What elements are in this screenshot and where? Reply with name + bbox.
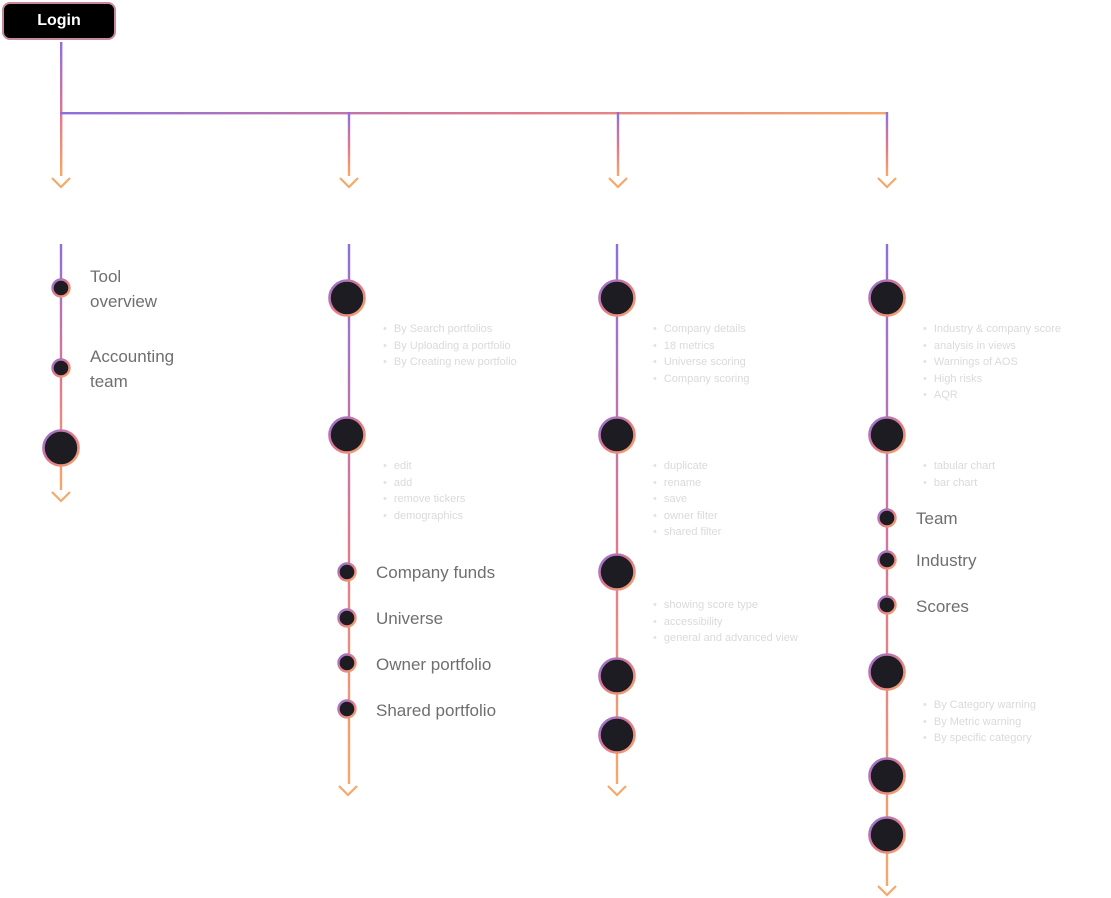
list-item: By Metric warning (923, 714, 1036, 731)
label-line: Tool (90, 267, 122, 286)
timeline-line (347, 244, 351, 784)
large-node (868, 757, 906, 795)
small-node (51, 358, 71, 378)
column-4 (868, 244, 906, 897)
list-item: Universe scoring (653, 354, 749, 371)
label-line: Accounting (90, 347, 175, 366)
login-connectors (51, 42, 897, 189)
list-item: add (383, 475, 465, 492)
list-item: remove tickers (383, 491, 466, 508)
list-item: Company details (653, 321, 749, 338)
large-node (868, 279, 906, 317)
small-node (337, 653, 357, 673)
list-item: owner filter (653, 508, 721, 525)
timeline-line (615, 244, 619, 784)
list-item: bar chart (923, 475, 995, 492)
connector-line (885, 112, 889, 176)
list-item: analysis in views (923, 338, 1061, 355)
small-node (337, 562, 357, 582)
large-node (328, 416, 366, 454)
list-item: Industry & company score (923, 321, 1061, 338)
col3-sublist-2: duplicate rename save owner filter share… (653, 458, 721, 541)
list-item: accessibility (653, 614, 798, 631)
label-line: overview (90, 292, 158, 311)
list-item: Warnings of AOS (923, 354, 1061, 371)
connector-line (60, 112, 888, 115)
list-item: shared filter (653, 524, 721, 541)
arrow-down-icon (608, 177, 628, 189)
large-node (598, 279, 636, 317)
label-universe: Universe (376, 609, 444, 628)
arrow-down-icon (338, 785, 358, 797)
col3-sublist-3: showing score type accessibility general… (653, 597, 798, 647)
col2-sublist-2: edit add remove tickers demographics (383, 458, 466, 525)
list-item: By Search portfolios (383, 321, 517, 338)
list-item: High risks (923, 371, 1061, 388)
list-item: By specific category (923, 730, 1036, 747)
large-node (868, 653, 906, 691)
label-scores: Scores (916, 597, 969, 616)
list-item: By Category warning (923, 697, 1036, 714)
arrow-down-icon (339, 177, 359, 189)
arrow-down-icon (877, 885, 897, 897)
connector-line (60, 42, 63, 176)
large-node (598, 553, 636, 591)
small-node (337, 699, 357, 719)
list-item: showing score type (653, 597, 798, 614)
list-item: Company scoring (653, 371, 750, 388)
arrow-down-icon (51, 491, 71, 503)
label-team: Team (916, 509, 958, 528)
list-item: duplicate (653, 458, 721, 475)
large-node (868, 816, 906, 854)
large-node (598, 716, 636, 754)
list-item: tabular chart (923, 458, 995, 475)
col4-sublist-1: Industry & company score analysis in vie… (923, 321, 1061, 404)
col2-sublist-1: By Search portfolios By Uploading a port… (383, 321, 517, 371)
small-node (877, 508, 897, 528)
connector-line (347, 112, 351, 176)
list-item: 18 metrics (653, 338, 749, 355)
label-line: team (90, 372, 128, 391)
list-item: demographics (383, 508, 465, 525)
arrow-down-icon (607, 785, 627, 797)
column-2 (328, 244, 366, 797)
col4-sublist-3: By Category warning By Metric warning By… (923, 697, 1036, 747)
small-node (337, 608, 357, 628)
list-item: edit (383, 458, 465, 475)
arrow-down-icon (51, 177, 71, 189)
small-node (51, 278, 71, 298)
col3-sublist-1: Company details 18 metrics Universe scor… (653, 321, 750, 388)
arrow-down-icon (877, 177, 897, 189)
large-node (598, 657, 636, 695)
col4-sublist-2: tabular chart bar chart (923, 458, 995, 491)
large-node (598, 416, 636, 454)
small-node (877, 595, 897, 615)
large-node (42, 429, 80, 467)
label-shared-portfolio: Shared portfolio (376, 701, 497, 720)
large-node (328, 279, 366, 317)
list-item: AQR (923, 387, 1061, 404)
label-industry: Industry (916, 551, 977, 570)
list-item: By Uploading a portfolio (383, 338, 517, 355)
list-item: rename (653, 475, 721, 492)
label-accounting-team: Accounting team (90, 344, 174, 394)
column-1 (42, 244, 80, 503)
label-owner-portfolio: Owner portfolio (376, 655, 492, 674)
large-node (868, 416, 906, 454)
label-company-funds: Company funds (376, 563, 496, 582)
column-3 (598, 244, 636, 797)
small-node (877, 550, 897, 570)
list-item: By Creating new portfolio (383, 354, 517, 371)
list-item: general and advanced view (653, 630, 798, 647)
connector-line (616, 112, 620, 176)
login-button[interactable]: Login (2, 2, 116, 40)
list-item: save (653, 491, 721, 508)
label-tool-overview: Tool overview (90, 264, 157, 314)
